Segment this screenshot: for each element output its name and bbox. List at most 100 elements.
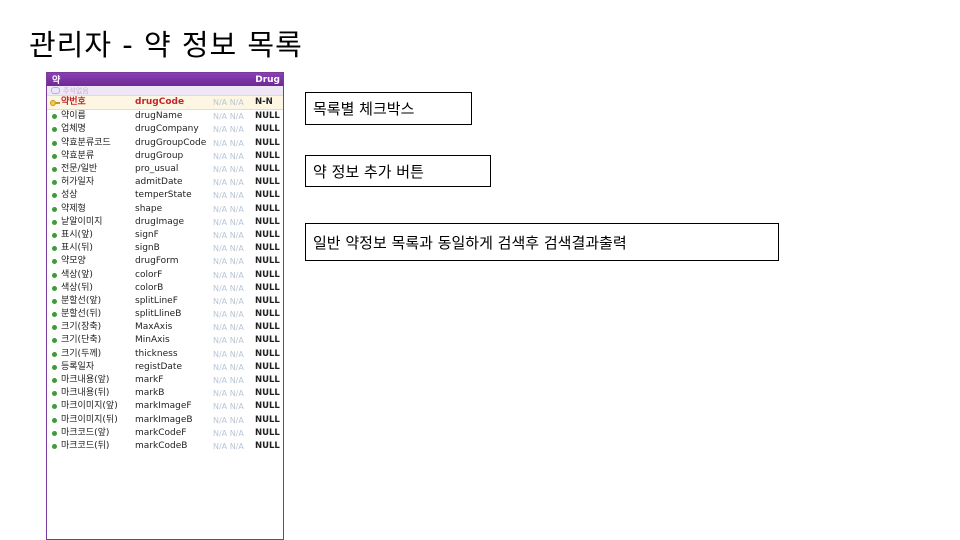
field-physical-name: markImageB [135,414,193,425]
note-add-button: 약 정보 추가 버튼 [305,155,491,187]
comment-icon [51,87,60,94]
field-na: N/A N/A [213,112,244,122]
field-nullability: NULL [255,216,280,227]
field-logical-name: 허가일자 [61,177,95,188]
field-nullability: NULL [255,137,280,148]
field-logical-name: 성상 [61,190,78,201]
field-physical-name: splitLineF [135,295,178,306]
field-physical-name: signB [135,243,160,254]
field-icon-cell [47,351,61,357]
field-nullability: NULL [255,243,280,254]
field-nullability: NULL [255,322,280,333]
field-dot-icon [51,430,57,436]
note-checkbox: 목록별 체크박스 [305,92,472,125]
field-icon-cell [47,232,61,238]
field-nullability: NULL [255,111,280,122]
field-physical-name: splitLlineB [135,309,182,320]
field-na: N/A N/A [213,349,244,359]
field-nullability: NULL [255,203,280,214]
field-dot-icon [51,298,57,304]
field-logical-name: 마크내용(뒤) [61,388,110,399]
field-icon-cell [47,364,61,370]
field-na: N/A N/A [213,270,244,280]
field-icon-cell [47,140,61,146]
field-na: N/A N/A [213,204,244,214]
field-na: N/A N/A [213,191,244,201]
field-icon-cell [47,127,61,133]
field-icon-cell [47,167,61,173]
field-physical-name: drugGroupCode [135,137,207,148]
field-logical-name: 업체명 [61,124,86,135]
field-logical-name: 마크이미지(앞) [61,401,118,412]
field-icon-cell [47,417,61,423]
field-logical-name: 분할선(뒤) [61,309,102,320]
field-logical-name: 마크코드(뒤) [61,440,110,451]
field-nullability: NULL [255,164,280,175]
field-dot-icon [51,140,57,146]
field-nullability: NULL [255,269,280,280]
field-nullability: NULL [255,256,280,267]
field-icon-cell [47,114,61,120]
field-physical-name: markB [135,388,165,399]
field-dot-icon [51,167,57,173]
field-dot-icon [51,285,57,291]
field-nullability: N-N [255,97,273,108]
field-logical-name: 등록일자 [61,361,95,372]
entity-physical-name: Drug [255,74,280,85]
field-na: N/A N/A [213,125,244,135]
field-logical-name: 마크이미지(뒤) [61,414,118,425]
field-icon-cell [47,338,61,344]
field-dot-icon [51,391,57,397]
field-na: N/A N/A [213,151,244,161]
page-title: 관리자 - 약 정보 목록 [29,28,303,62]
field-nullability: NULL [255,348,280,359]
field-nullability: NULL [255,401,280,412]
field-icon-cell [47,272,61,278]
field-logical-name: 색상(뒤) [61,282,93,293]
field-na: N/A N/A [213,415,244,425]
field-dot-icon [51,232,57,238]
field-icon-cell [47,404,61,410]
field-icon-cell [47,443,61,449]
field-nullability: NULL [255,190,280,201]
field-physical-name: MinAxis [135,335,170,346]
field-logical-name: 낱알이미지 [61,216,103,227]
field-physical-name: thickness [135,348,178,359]
field-nullability: NULL [255,335,280,346]
field-na: N/A N/A [213,138,244,148]
field-icon-cell [47,325,61,331]
field-dot-icon [51,351,57,357]
field-na: N/A N/A [213,376,244,386]
field-logical-name: 약제형 [61,203,86,214]
field-logical-name: 표시(뒤) [61,243,93,254]
field-dot-icon [51,206,57,212]
field-dot-icon [51,364,57,370]
field-na: N/A N/A [213,98,244,108]
field-dot-icon [51,219,57,225]
field-physical-name: drugImage [135,216,185,227]
field-dot-icon [51,153,57,159]
field-physical-name: MaxAxis [135,322,173,333]
field-icon-cell [47,100,61,107]
field-na: N/A N/A [213,283,244,293]
field-physical-name: markImageF [135,401,192,412]
field-nullability: NULL [255,309,280,320]
field-physical-name: drugForm [135,256,179,267]
field-physical-name: admitDate [135,177,183,188]
field-na: N/A N/A [213,389,244,399]
field-icon-cell [47,285,61,291]
field-icon-cell [47,312,61,318]
field-na: N/A N/A [213,441,244,451]
field-icon-cell [47,193,61,199]
field-logical-name: 약이름 [61,111,86,122]
field-icon-cell [47,378,61,384]
